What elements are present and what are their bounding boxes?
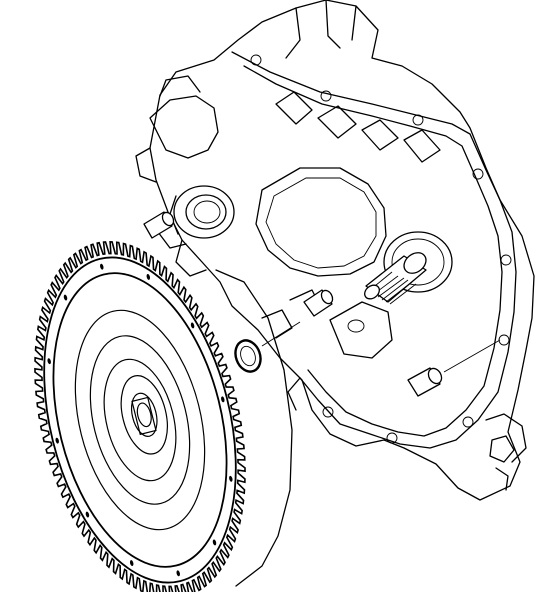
- flywheel-bolt-hole: [55, 437, 59, 444]
- flywheel-bolt-hole: [212, 539, 217, 546]
- flywheel-bolt-hole: [129, 560, 134, 567]
- o-ring: [234, 321, 301, 373]
- flywheel-bolt-hole: [100, 263, 104, 270]
- flywheel-bolt-hole: [63, 294, 68, 301]
- flywheel-bolt-hole: [229, 475, 233, 482]
- dowel-pin: [143, 211, 175, 239]
- flywheel-rim: [13, 237, 267, 592]
- flywheel-center-bore: [135, 402, 153, 428]
- flywheel-bolt-hole: [221, 396, 225, 403]
- flywheel-body: [13, 237, 267, 592]
- flywheel-face-outer: [25, 255, 255, 585]
- dowel-pin: [407, 339, 501, 397]
- flywheel-step-2: [74, 325, 206, 514]
- flywheel: [1, 220, 280, 592]
- flywheel-bolt-hole: [85, 511, 90, 518]
- flywheel-hub-inner: [127, 391, 161, 439]
- flywheel-hub-boss: [132, 397, 156, 434]
- flywheel-bolt-hole: [47, 358, 51, 365]
- input-shaft: [364, 252, 427, 305]
- flywheel-hub-outer: [114, 371, 175, 459]
- flywheel-bolt-hole: [176, 570, 180, 577]
- flywheel-bolt-hole: [146, 273, 151, 280]
- flywheel-step-1: [54, 297, 226, 544]
- dowel-pin: [303, 289, 334, 317]
- flywheel-rim-edge: [215, 269, 293, 587]
- flywheel-bolt-hole: [190, 322, 195, 329]
- flywheel-step-3: [93, 352, 188, 489]
